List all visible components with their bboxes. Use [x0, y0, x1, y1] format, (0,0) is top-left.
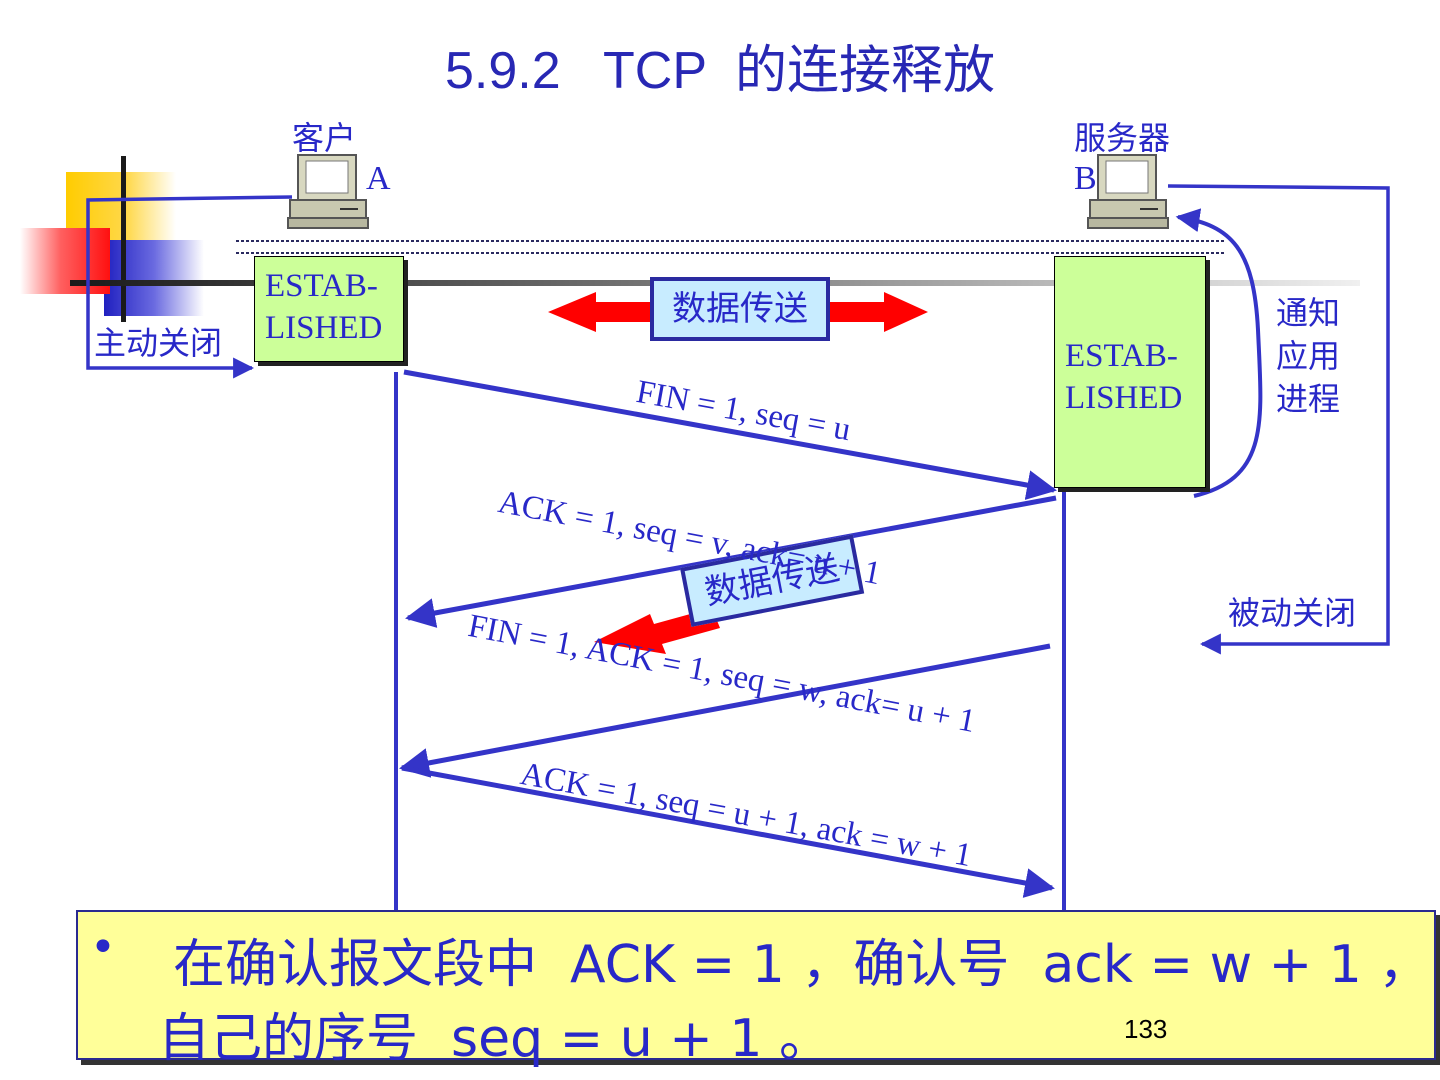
passive-close-label: 被动关闭 — [1228, 594, 1357, 632]
passive-close-path — [1167, 184, 1390, 655]
client-computer-icon — [287, 154, 369, 229]
server-state-established: ESTAB- LISHED — [1054, 256, 1206, 488]
decor-vertical-line — [121, 156, 126, 322]
notify-app-label: 通知 应用 进程 — [1276, 292, 1340, 421]
decor-blue-square — [104, 240, 204, 316]
note-line-2: 自己的序号 seq = u + 1 。 — [158, 1009, 831, 1069]
active-close-path — [86, 195, 293, 379]
active-close-label: 主动关闭 — [94, 324, 223, 362]
server-label: 服务器 — [1074, 119, 1171, 157]
final-ack-arrow — [401, 765, 1055, 898]
data-transfer-left-arrow — [594, 608, 720, 654]
server-state-line-2: LISHED — [1065, 380, 1183, 416]
server-computer-icon — [1087, 154, 1169, 229]
fin-ack-arrow — [399, 643, 1051, 778]
page-number: 133 — [1124, 1014, 1168, 1044]
client-state-established: ESTAB- LISHED — [254, 256, 404, 362]
client-state-line-1: ESTAB- — [265, 268, 378, 304]
note-bullet: • — [90, 922, 116, 973]
server-state-line-1: ESTAB- — [1065, 338, 1178, 374]
client-letter: A — [366, 160, 391, 197]
notify-app-curve — [1175, 208, 1263, 498]
client-label: 客户 — [292, 119, 357, 157]
notify-line-3: 进程 — [1276, 380, 1341, 418]
notify-line-1: 通知 — [1276, 294, 1341, 332]
page-title: 5.9.2 TCP 的连接释放 — [444, 42, 995, 100]
note-line-1: 在确认报文段中 ACK = 1 ，确认号 ack = w + 1 ， — [173, 935, 1431, 995]
server-letter: B — [1074, 160, 1097, 197]
notify-line-2: 应用 — [1276, 337, 1341, 375]
data-transfer-tag-top: 数据传送 — [650, 277, 830, 341]
fin-arrow — [403, 369, 1057, 500]
client-state-line-2: LISHED — [265, 310, 383, 346]
note-box: • 在确认报文段中 ACK = 1 ，确认号 ack = w + 1 ， 自己的… — [76, 910, 1436, 1069]
